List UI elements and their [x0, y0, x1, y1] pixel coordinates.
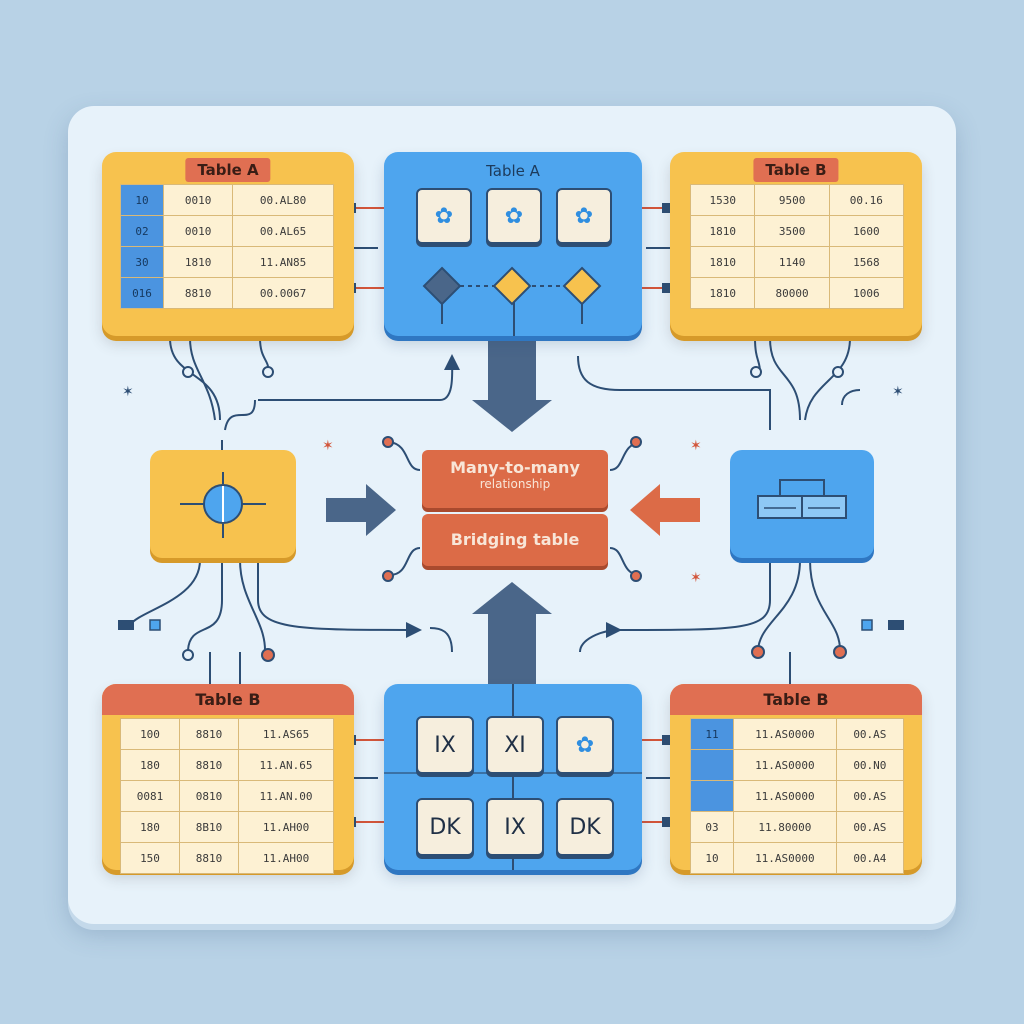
relationship-line-1: Many-to-many [450, 458, 580, 477]
key-tile: DK [416, 798, 474, 856]
key-tile: IX [486, 798, 544, 856]
flower-icon: ✿ [556, 188, 612, 244]
key-tile: XI [486, 716, 544, 774]
flower-icon: ✿ [486, 188, 542, 244]
bridging-table-label: Bridging table [422, 514, 608, 566]
key-tile: IX [416, 716, 474, 774]
flower-icon: ✿ [556, 716, 614, 774]
key-panel-bottom-center: IX XI ✿ DK IX DK [384, 684, 642, 870]
stacked-blocks-icon [757, 479, 847, 519]
target-icon [180, 472, 266, 538]
target-node-left [150, 450, 296, 558]
panel-title: Table A [486, 162, 540, 180]
table-title: Table B [753, 158, 839, 182]
key-tile: DK [556, 798, 614, 856]
table-title: Table B [102, 684, 354, 715]
relationship-line-2: relationship [479, 477, 551, 491]
table-title: Table A [185, 158, 271, 182]
table-title: Table B [670, 684, 922, 715]
many-to-many-label: Many-to-many relationship [422, 450, 608, 508]
blocks-node-right [730, 450, 874, 558]
diamond-connectors [422, 266, 602, 336]
bridging-table-text: Bridging table [450, 530, 580, 549]
flower-icon: ✿ [416, 188, 472, 244]
table-a-panel-top-center: Table A ✿ ✿ ✿ [384, 152, 642, 336]
